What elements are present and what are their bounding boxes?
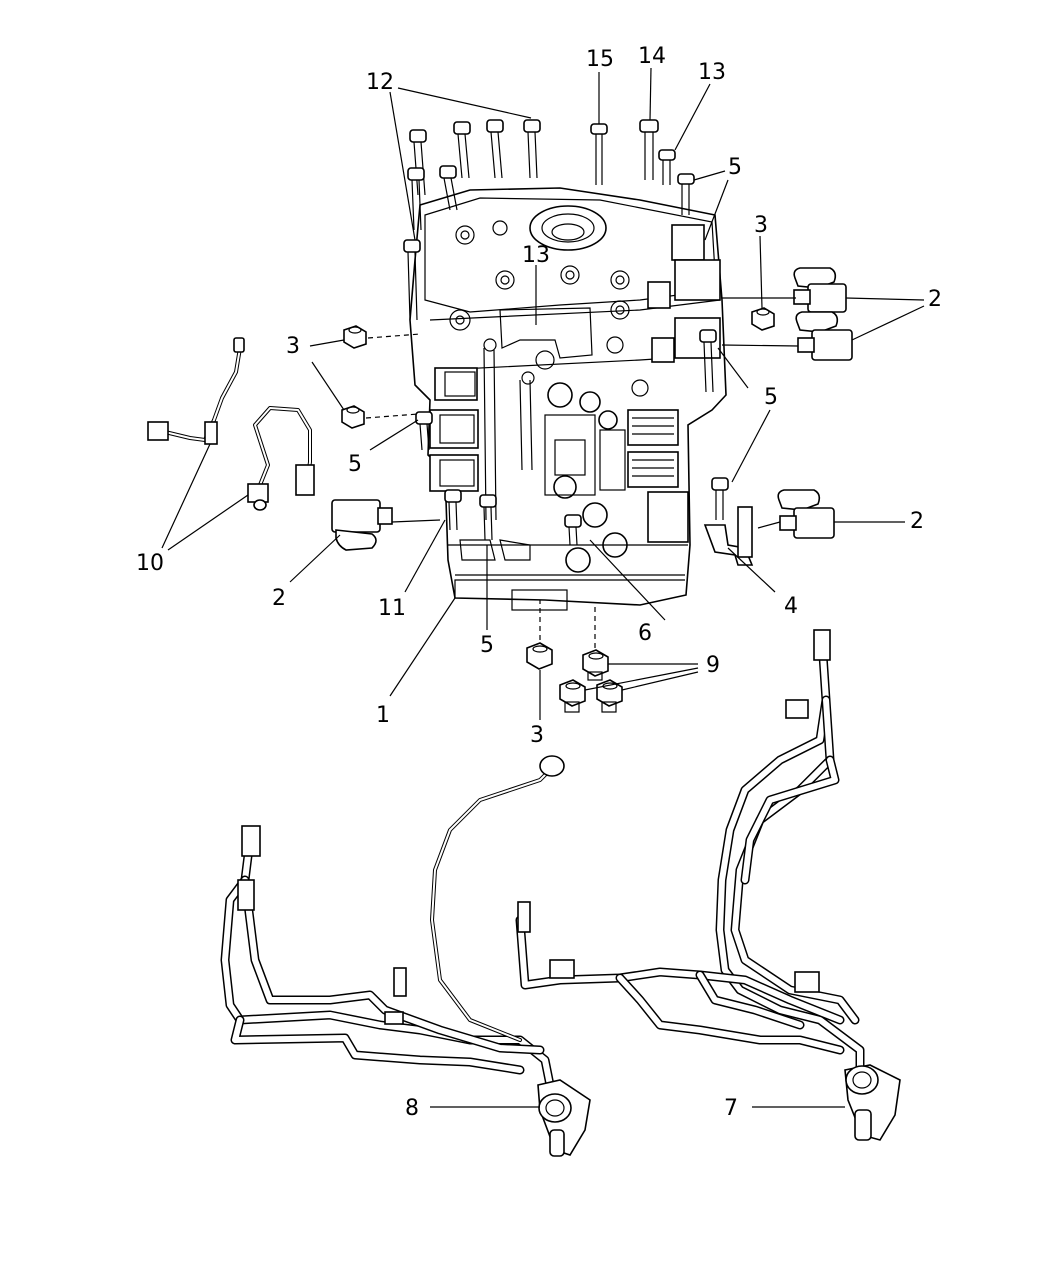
solenoid-2-right-upper [793, 267, 847, 313]
bolt-5-far-right [711, 477, 729, 520]
callout-2-right-lower: 2 [910, 509, 924, 534]
callout-2-left: 2 [272, 586, 286, 611]
wiring-harness-7 [515, 629, 901, 1141]
callout-12: 12 [366, 70, 394, 95]
callout-5-left: 5 [348, 452, 362, 477]
valve-body-assembly [409, 187, 727, 611]
solenoid-2-left [331, 499, 393, 551]
wiring-harness-8 [220, 755, 591, 1157]
bolt-11 [444, 489, 462, 531]
callout-8: 8 [405, 1096, 419, 1121]
callout-4: 4 [784, 594, 798, 619]
callout-5-bottom: 5 [480, 633, 494, 658]
bolt-12a [523, 119, 541, 179]
callout-11: 11 [378, 596, 406, 621]
bracket-4 [703, 506, 754, 566]
callout-14: 14 [638, 44, 666, 69]
sensor-harness-10 [147, 337, 315, 511]
solenoid-2-right-lower [777, 489, 835, 539]
bolt-5-right [699, 329, 717, 393]
callout-6: 6 [638, 621, 652, 646]
callout-3-bottom: 3 [530, 723, 544, 748]
bolt-14 [639, 119, 659, 180]
callout-5-right: 5 [764, 385, 778, 410]
pressure-switch-9-a [582, 649, 609, 681]
callout-15: 15 [586, 47, 614, 72]
alignment-lines [365, 333, 596, 648]
bolt-left-long [403, 239, 421, 321]
callout-1: 1 [376, 703, 390, 728]
bolt-12c [453, 121, 471, 179]
callout-3-left: 3 [286, 334, 300, 359]
bolt-5-top [677, 173, 695, 215]
bolts-top [403, 119, 729, 546]
callout-3-right: 3 [754, 213, 768, 238]
callout-10: 10 [136, 551, 164, 576]
bolt-6 [564, 514, 582, 546]
callout-13-top: 13 [698, 60, 726, 85]
pressure-switch-3-right [751, 307, 775, 331]
leader-lines [161, 67, 925, 1108]
pressure-switch-3-bottom [526, 642, 553, 670]
callout-9: 9 [706, 653, 720, 678]
solenoid-2-right-middle [795, 311, 853, 361]
bolt-12f [407, 167, 425, 231]
pressure-switch-9-b [559, 679, 586, 713]
bolt-15 [590, 123, 608, 185]
callout-labels: 15 14 13 12 13 5 3 2 3 5 5 2 10 2 11 5 1… [136, 44, 942, 1121]
bolt-12b [486, 119, 504, 179]
callout-7: 7 [724, 1096, 738, 1121]
callout-5-top: 5 [728, 155, 742, 180]
bolt-5-bottom [479, 494, 497, 541]
bolt-13-top [658, 149, 676, 185]
pressure-switch-3-left-lower [341, 405, 365, 429]
callout-2-right-upper: 2 [928, 287, 942, 312]
bolt-5-left [415, 411, 433, 451]
callout-13-center: 13 [522, 243, 550, 268]
bolt-12e [439, 165, 458, 211]
pressure-switch-3-left-upper [343, 325, 367, 349]
